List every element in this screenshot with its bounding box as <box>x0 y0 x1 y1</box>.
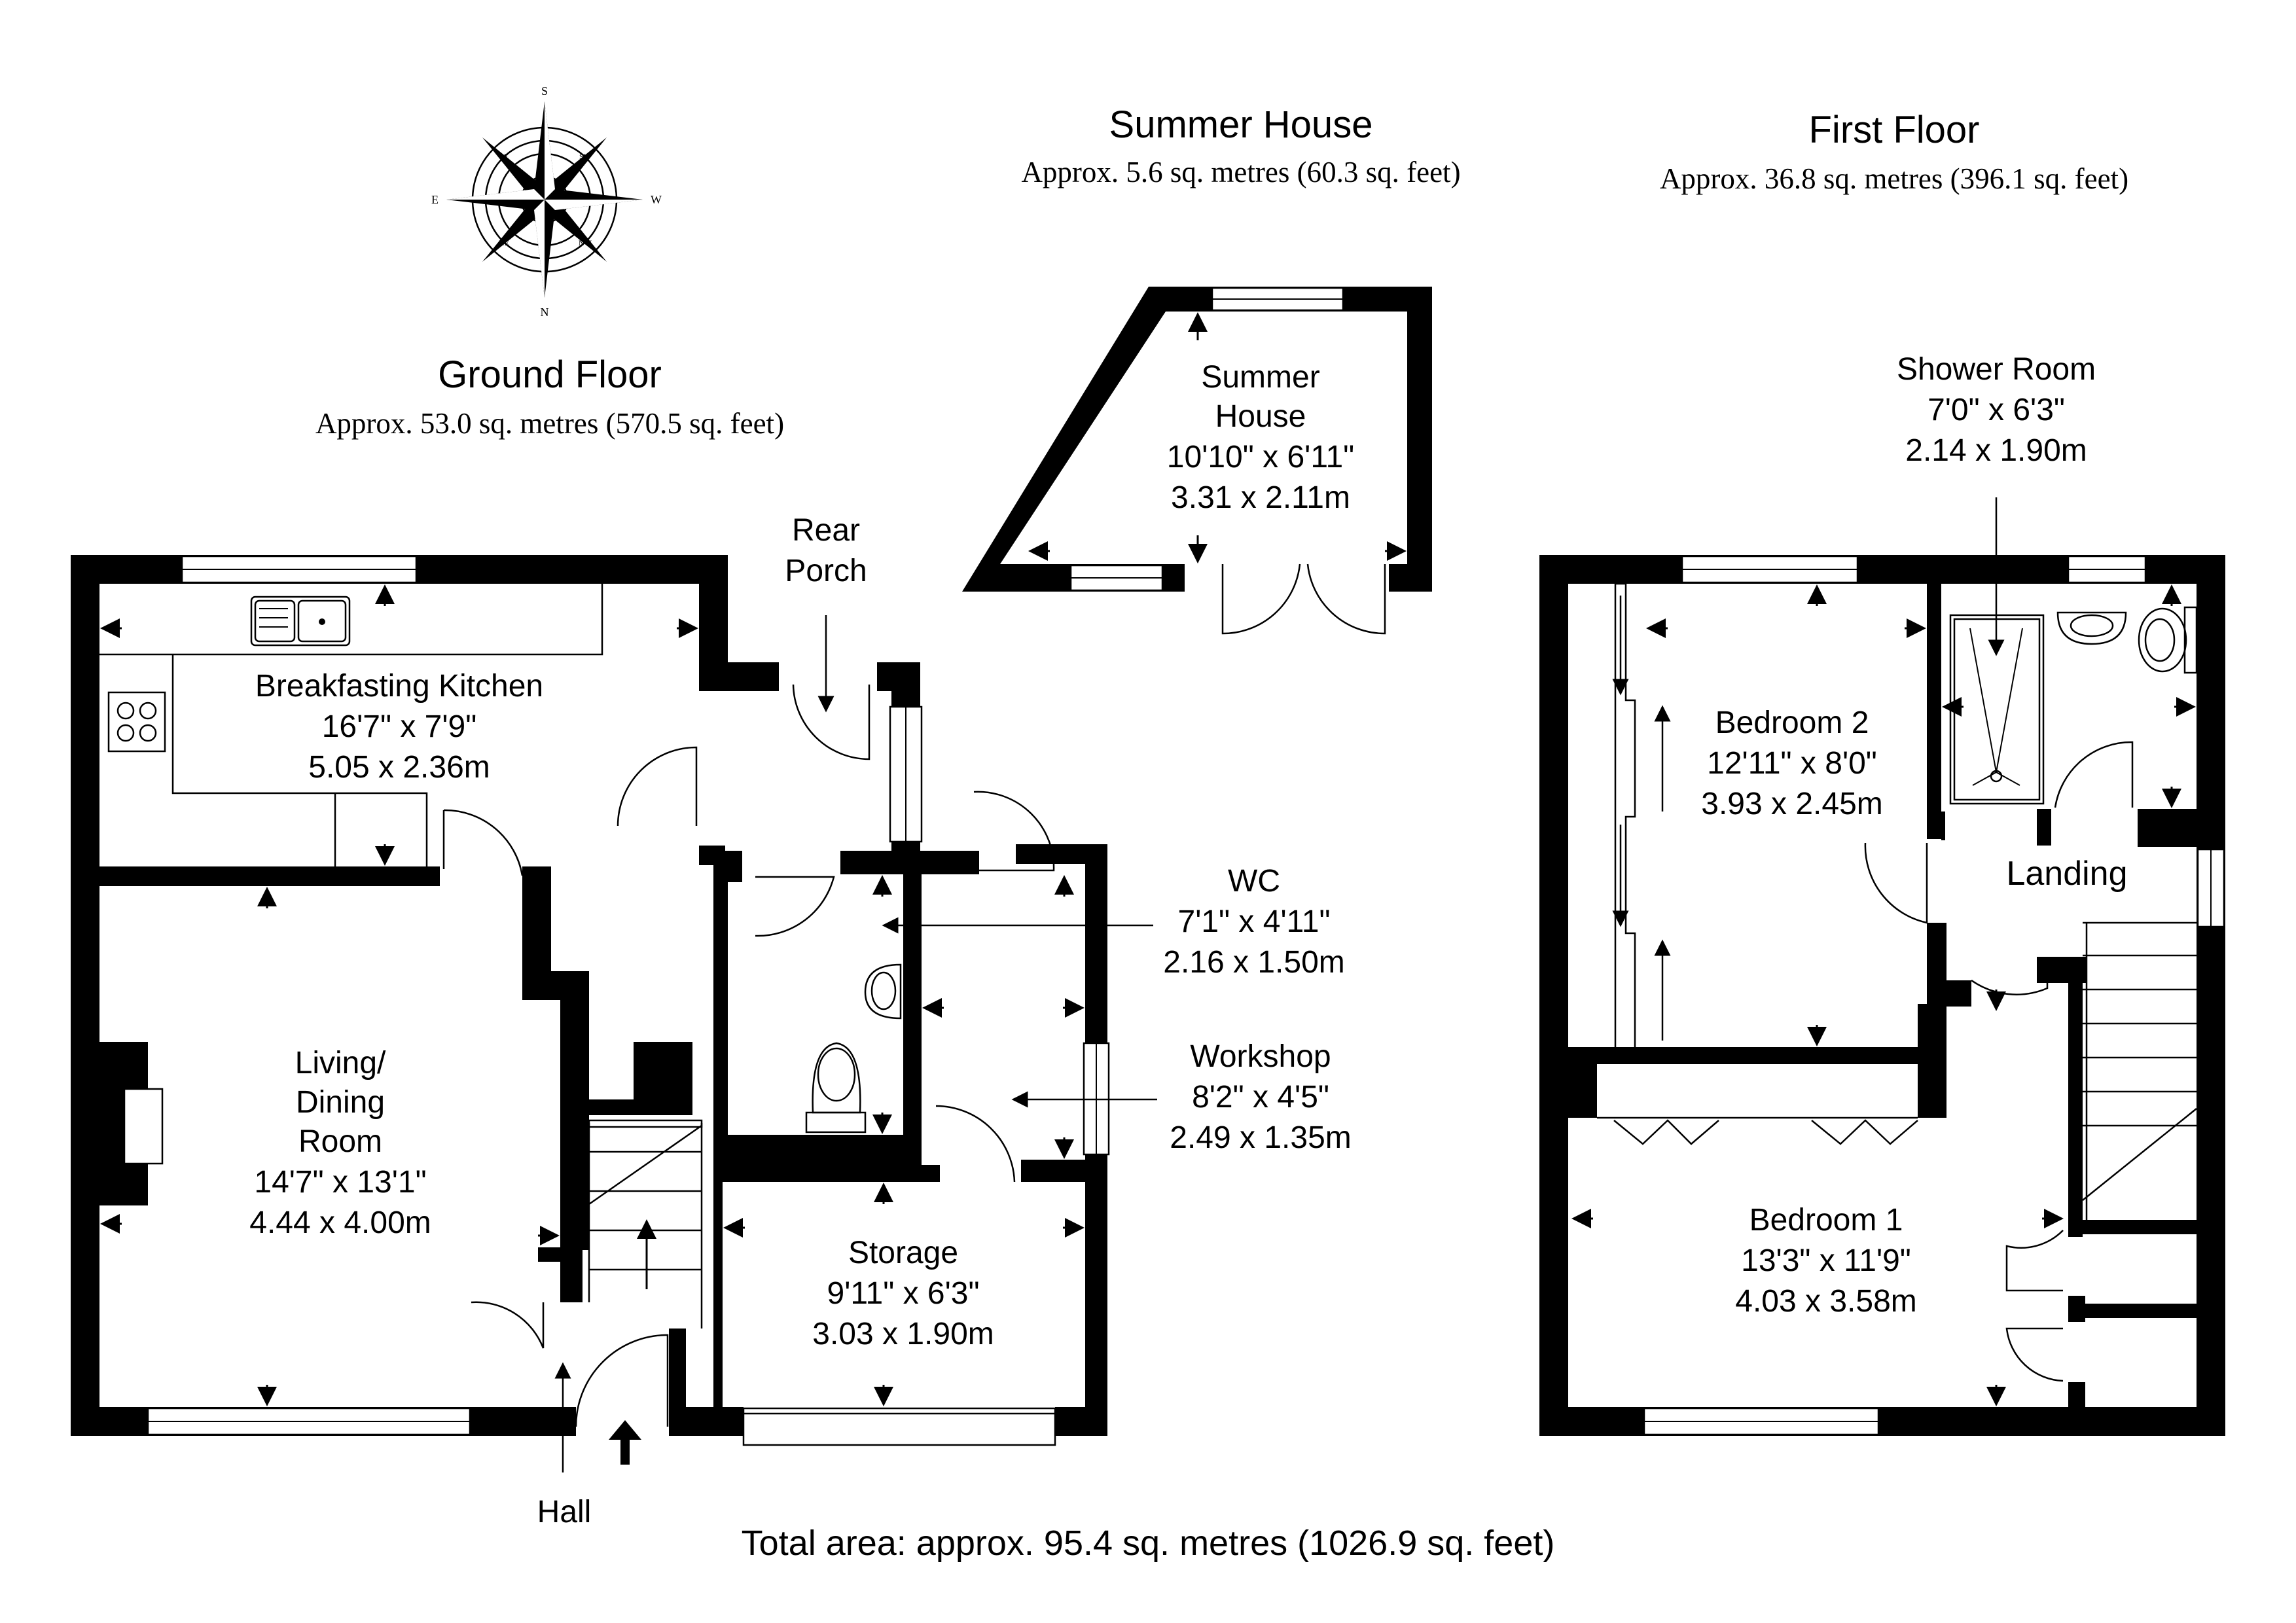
living-room-label: Living/ Dining Room 14'7" x 13'1" 4.44 x… <box>249 1046 431 1240</box>
svg-text:2.49 x 1.35m: 2.49 x 1.35m <box>1170 1120 1352 1155</box>
svg-text:9'11" x 6'3": 9'11" x 6'3" <box>827 1276 980 1311</box>
svg-text:7'0" x 6'3": 7'0" x 6'3" <box>1928 393 2065 427</box>
svg-text:7'1" x 4'11": 7'1" x 4'11" <box>1178 904 1331 939</box>
landing-label: Landing <box>2006 855 2127 893</box>
svg-text:5.05 x 2.36m: 5.05 x 2.36m <box>308 750 490 785</box>
svg-text:16'7" x 7'9": 16'7" x 7'9" <box>322 709 477 744</box>
shower-room-label: Shower Room 7'0" x 6'3" 2.14 x 1.90m <box>1897 352 2096 468</box>
svg-text:12'11" x 8'0": 12'11" x 8'0" <box>1707 746 1877 781</box>
hall-label: Hall <box>537 1495 592 1529</box>
svg-text:Dining: Dining <box>296 1085 385 1120</box>
kitchen-label: Breakfasting Kitchen 16'7" x 7'9" 5.05 x… <box>255 669 543 785</box>
svg-text:3.93 x 2.45m: 3.93 x 2.45m <box>1701 787 1883 821</box>
compass-ne: NE <box>499 238 509 247</box>
hob-icon <box>107 691 166 753</box>
summer-house-label: Summer House 10'10" x 6'11" 3.31 x 2.11m <box>1167 360 1354 515</box>
svg-text:Bedroom 2: Bedroom 2 <box>1715 705 1869 740</box>
svg-text:13'3" x 11'9": 13'3" x 11'9" <box>1741 1243 1911 1278</box>
entrance-arrow-icon <box>609 1420 641 1465</box>
compass-n: N <box>541 306 549 319</box>
svg-text:House: House <box>1215 399 1306 434</box>
svg-text:4.44 x 4.00m: 4.44 x 4.00m <box>249 1205 431 1240</box>
svg-text:2.14 x 1.90m: 2.14 x 1.90m <box>1905 433 2087 468</box>
svg-text:Summer: Summer <box>1201 360 1319 395</box>
compass-e: E <box>431 193 439 206</box>
ground-floor-area: Approx. 53.0 sq. metres (570.5 sq. feet) <box>315 407 784 440</box>
bedroom-2-label: Bedroom 2 12'11" x 8'0" 3.93 x 2.45m <box>1701 705 1883 821</box>
bedroom-1-label: Bedroom 1 13'3" x 11'9" 4.03 x 3.58m <box>1735 1203 1917 1319</box>
ground-floor-title: Ground Floor <box>438 353 662 396</box>
ground-floor-plan <box>71 555 1157 1472</box>
summer-house-title: Summer House <box>1109 103 1373 146</box>
compass-s: S <box>541 84 548 98</box>
svg-text:3.03 x 1.90m: 3.03 x 1.90m <box>812 1317 994 1351</box>
basin-icon <box>2056 611 2127 645</box>
svg-text:Porch: Porch <box>785 554 867 588</box>
svg-text:4.03 x 3.58m: 4.03 x 3.58m <box>1735 1284 1917 1319</box>
svg-text:Workshop: Workshop <box>1190 1039 1331 1074</box>
toilet-icon <box>2138 606 2198 674</box>
svg-text:Living/: Living/ <box>295 1046 386 1080</box>
storage-label: Storage 9'11" x 6'3" 3.03 x 1.90m <box>812 1236 994 1351</box>
first-floor-title: First Floor <box>1809 109 1980 151</box>
first-floor-plan <box>1539 497 2225 1436</box>
summer-house-plan <box>962 287 1432 635</box>
staircase-icon <box>588 1119 703 1329</box>
first-floor-area: Approx. 36.8 sq. metres (396.1 sq. feet) <box>1660 162 2128 195</box>
sink-icon <box>250 596 351 647</box>
compass-rose-icon: S N E W SE SW NE NW <box>431 84 662 319</box>
svg-text:Rear: Rear <box>792 513 860 548</box>
workshop-label: Workshop 8'2" x 4'5" 2.49 x 1.35m <box>1170 1039 1352 1155</box>
svg-text:WC: WC <box>1228 864 1280 899</box>
compass-se: SE <box>499 152 509 161</box>
total-area: Total area: approx. 95.4 sq. metres (102… <box>742 1524 1555 1563</box>
svg-text:8'2" x 4'5": 8'2" x 4'5" <box>1192 1080 1329 1115</box>
svg-text:Breakfasting Kitchen: Breakfasting Kitchen <box>255 669 543 704</box>
summer-house-area: Approx. 5.6 sq. metres (60.3 sq. feet) <box>1021 156 1460 188</box>
compass-nw: NW <box>579 238 592 247</box>
svg-text:Bedroom 1: Bedroom 1 <box>1749 1203 1903 1238</box>
svg-text:Storage: Storage <box>848 1236 958 1270</box>
toilet-icon <box>805 1042 867 1133</box>
basin-icon <box>864 963 902 1020</box>
svg-text:3.31 x 2.11m: 3.31 x 2.11m <box>1171 480 1350 515</box>
rear-porch-label: Rear Porch <box>785 513 867 588</box>
svg-text:Room: Room <box>298 1124 382 1159</box>
svg-text:Shower Room: Shower Room <box>1897 352 2096 387</box>
svg-text:2.16 x 1.50m: 2.16 x 1.50m <box>1163 945 1345 980</box>
compass-sw: SW <box>579 152 592 161</box>
wc-label: WC 7'1" x 4'11" 2.16 x 1.50m <box>1163 864 1345 980</box>
staircase-icon <box>2082 921 2197 1220</box>
compass-w: W <box>651 193 662 206</box>
svg-text:10'10" x 6'11": 10'10" x 6'11" <box>1167 440 1354 474</box>
svg-text:14'7" x 13'1": 14'7" x 13'1" <box>254 1165 426 1200</box>
